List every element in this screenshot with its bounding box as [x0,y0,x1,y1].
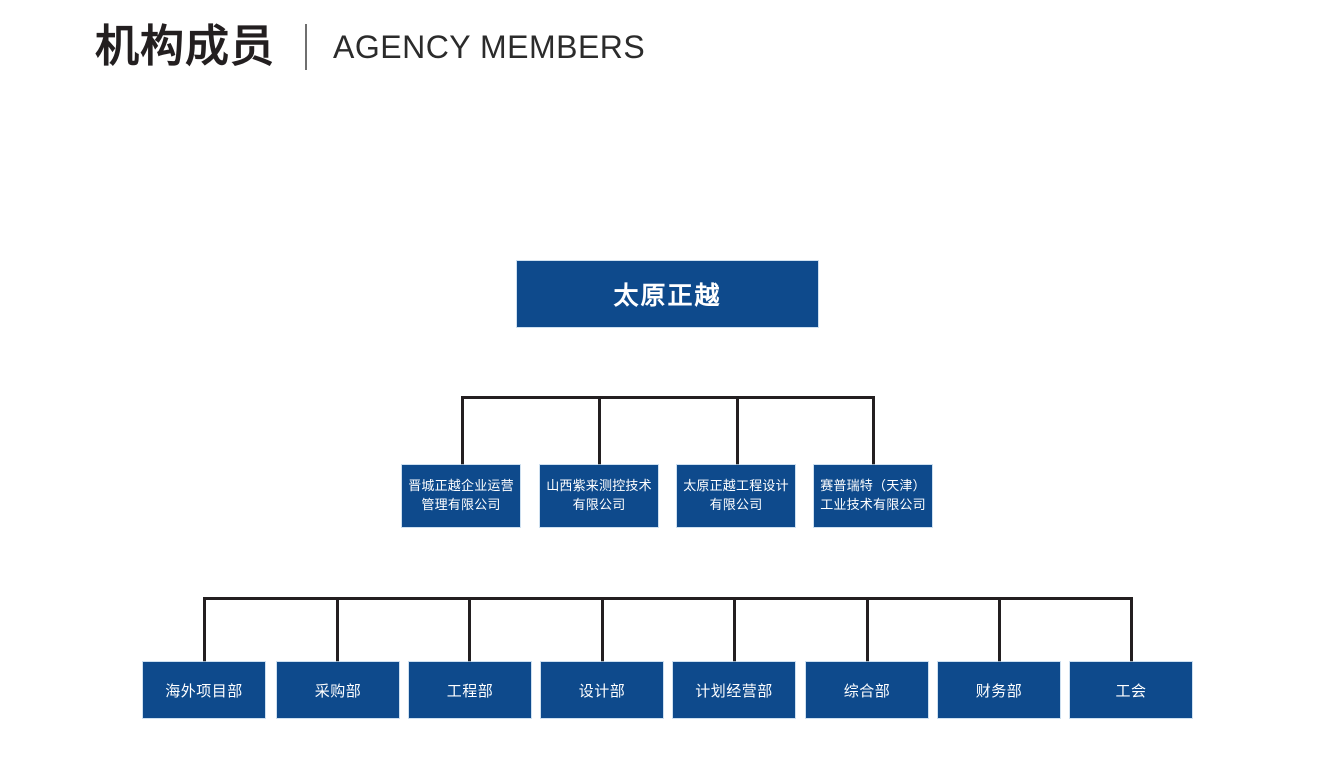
org-department-node-4[interactable]: 设计部 [541,662,663,718]
connector-stem-department-1 [203,597,206,662]
connector-bar-departments [203,597,1133,600]
org-department-node-3[interactable]: 工程部 [409,662,531,718]
connector-stem-subsidiary-4 [872,396,875,465]
connector-stem-department-8 [1130,597,1133,662]
org-department-node-6[interactable]: 综合部 [806,662,928,718]
org-root-node[interactable]: 太原正越 [517,261,818,327]
org-subsidiary-node-1[interactable]: 晋城正越企业运营管理有限公司 [402,465,520,527]
org-subsidiary-node-3[interactable]: 太原正越工程设计有限公司 [677,465,795,527]
org-subsidiary-node-4[interactable]: 赛普瑞特（天津）工业技术有限公司 [814,465,932,527]
connector-stem-department-2 [336,597,339,662]
connector-stem-department-5 [733,597,736,662]
connector-stem-department-4 [601,597,604,662]
org-department-node-5[interactable]: 计划经营部 [673,662,795,718]
org-department-node-7[interactable]: 财务部 [938,662,1060,718]
connector-stem-subsidiary-1 [461,396,464,465]
org-department-node-8[interactable]: 工会 [1070,662,1192,718]
connector-bar-subsidiaries [461,396,875,399]
page-title-en: AGENCY MEMBERS [333,29,646,65]
org-department-node-1[interactable]: 海外项目部 [143,662,265,718]
page-header: 机构成员 AGENCY MEMBERS [95,18,645,76]
connector-stem-subsidiary-3 [736,396,739,465]
page-title-cn: 机构成员 [95,22,275,71]
org-department-node-2[interactable]: 采购部 [277,662,399,718]
header-divider [305,24,307,70]
org-subsidiary-node-2[interactable]: 山西紫来测控技术有限公司 [540,465,658,527]
connector-stem-department-7 [998,597,1001,662]
connector-stem-department-3 [468,597,471,662]
connector-stem-department-6 [866,597,869,662]
connector-stem-subsidiary-2 [598,396,601,465]
